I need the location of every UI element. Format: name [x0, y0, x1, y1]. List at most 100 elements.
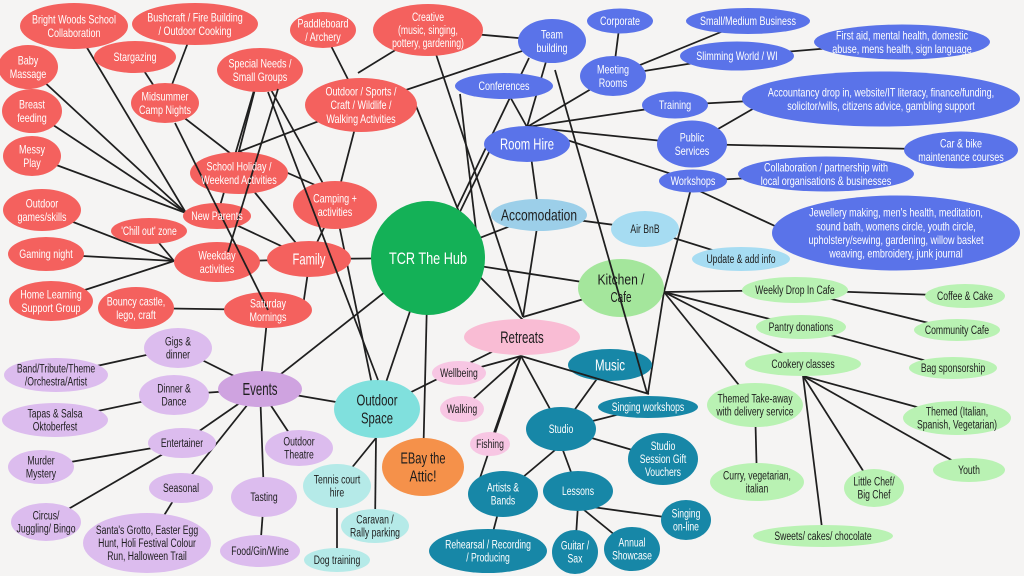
svg-text:Singing: Singing: [672, 509, 701, 521]
svg-text:Messy: Messy: [19, 142, 45, 156]
svg-text:Outdoor: Outdoor: [283, 437, 314, 449]
svg-text:Pantry donations: Pantry donations: [769, 322, 834, 334]
svg-text:Walking: Walking: [447, 404, 477, 416]
svg-text:TCR The Hub: TCR The Hub: [389, 250, 467, 268]
svg-text:(music, singing,: (music, singing,: [398, 25, 458, 37]
svg-text:Artists &: Artists &: [487, 483, 519, 495]
svg-text:Training: Training: [659, 98, 691, 112]
svg-text:Public: Public: [680, 130, 705, 144]
svg-text:Guitar /: Guitar /: [561, 541, 590, 553]
svg-text:Camping +: Camping +: [313, 191, 357, 205]
svg-text:solicitor/wills, citizens advi: solicitor/wills, citizens advice, gambli…: [787, 99, 975, 113]
svg-text:Caravan /: Caravan /: [356, 515, 394, 527]
svg-text:Bushcraft / Fire Building: Bushcraft / Fire Building: [147, 10, 243, 24]
svg-text:Spanish, Vegetarian): Spanish, Vegetarian): [917, 420, 997, 432]
svg-text:Family: Family: [293, 252, 326, 269]
svg-text:Vouchers: Vouchers: [645, 467, 681, 479]
svg-text:Car & bike: Car & bike: [940, 136, 982, 150]
svg-text:Tapas & Salsa: Tapas & Salsa: [27, 409, 83, 421]
svg-text:pottery, gardening): pottery, gardening): [392, 38, 464, 50]
svg-text:Hunt, Holi Festival Colour: Hunt, Holi Festival Colour: [98, 538, 196, 550]
svg-text:Play: Play: [23, 156, 41, 170]
svg-text:Outdoor / Sports /: Outdoor / Sports /: [326, 85, 397, 99]
svg-text:maintenance courses: maintenance courses: [918, 150, 1004, 164]
svg-text:feeding: feeding: [17, 111, 47, 125]
svg-text:sound bath, womens circle, you: sound bath, womens circle, youth circle,: [816, 219, 976, 233]
svg-text:Cookery classes: Cookery classes: [771, 359, 834, 371]
svg-text:Big Chef: Big Chef: [857, 490, 891, 502]
svg-text:Room Hire: Room Hire: [500, 137, 554, 154]
svg-text:Oktoberfest: Oktoberfest: [33, 422, 78, 434]
svg-text:Update & add info: Update & add info: [706, 254, 775, 266]
svg-text:abuse, mens health, sign langu: abuse, mens health, sign language: [832, 42, 972, 56]
svg-text:Band/Tribute/Theme: Band/Tribute/Theme: [17, 364, 95, 376]
svg-text:Collaboration: Collaboration: [48, 26, 101, 40]
svg-text:Circus/: Circus/: [33, 511, 60, 523]
svg-text:Gigs &: Gigs &: [165, 337, 191, 349]
svg-text:Craft / Wildlife /: Craft / Wildlife /: [331, 98, 392, 112]
svg-text:EBay the: EBay the: [401, 451, 446, 468]
svg-text:Baby: Baby: [18, 53, 39, 67]
svg-text:Support Group: Support Group: [22, 301, 81, 315]
svg-text:Midsummer: Midsummer: [142, 89, 189, 103]
svg-text:Bright Woods School: Bright Woods School: [32, 12, 116, 26]
svg-text:dinner: dinner: [166, 350, 190, 362]
svg-text:Jewellery making, men's health: Jewellery making, men's health, meditati…: [809, 206, 983, 220]
svg-text:Themed (Italian,: Themed (Italian,: [926, 407, 988, 419]
svg-text:Mornings: Mornings: [250, 310, 287, 324]
svg-text:activities: activities: [200, 262, 235, 276]
svg-text:Breast: Breast: [19, 97, 45, 111]
svg-text:Tasting: Tasting: [250, 492, 277, 504]
svg-text:lego, craft: lego, craft: [116, 308, 156, 322]
svg-text:Small/Medium Business: Small/Medium Business: [700, 14, 796, 28]
svg-text:Tennis court: Tennis court: [314, 475, 361, 487]
svg-text:Air BnB: Air BnB: [630, 224, 659, 236]
svg-text:Team: Team: [541, 27, 563, 41]
svg-text:Sax: Sax: [568, 554, 583, 566]
svg-text:Annual: Annual: [619, 538, 646, 550]
svg-text:Wellbeing: Wellbeing: [440, 368, 478, 380]
svg-text:/ Outdoor Cooking: / Outdoor Cooking: [159, 24, 232, 38]
svg-text:building: building: [537, 41, 568, 55]
svg-text:italian: italian: [746, 484, 769, 496]
svg-text:Juggling/ Bingo: Juggling/ Bingo: [17, 524, 76, 536]
svg-text:Bag sponsorship: Bag sponsorship: [921, 363, 985, 375]
svg-text:Youth: Youth: [958, 465, 980, 477]
svg-text:/Orchestra/Artist: /Orchestra/Artist: [25, 377, 88, 389]
svg-text:New Parents: New Parents: [191, 209, 243, 223]
svg-text:Curry, vegetarian,: Curry, vegetarian,: [723, 471, 791, 483]
svg-text:Outdoor: Outdoor: [357, 393, 398, 410]
svg-text:hire: hire: [330, 488, 344, 500]
svg-text:Bands: Bands: [491, 496, 516, 508]
svg-text:/ Producing: / Producing: [466, 553, 510, 565]
svg-text:Services: Services: [675, 144, 710, 158]
svg-text:with delivery service: with delivery service: [716, 407, 794, 419]
svg-text:Stargazing: Stargazing: [114, 50, 157, 64]
svg-text:Outdoor: Outdoor: [26, 196, 59, 210]
svg-text:Dinner &: Dinner &: [157, 384, 191, 396]
svg-text:Accomodation: Accomodation: [501, 208, 577, 225]
svg-text:Workshops: Workshops: [671, 174, 716, 188]
svg-text:upholstery/sewing, gardening,: upholstery/sewing, gardening, willow bas…: [808, 233, 984, 247]
svg-text:Walking Activities: Walking Activities: [326, 112, 395, 126]
svg-text:Seasonal: Seasonal: [163, 483, 199, 495]
svg-text:Fishing: Fishing: [476, 439, 504, 451]
svg-text:Events: Events: [243, 379, 278, 399]
svg-text:Weekend Activities: Weekend Activities: [201, 173, 276, 187]
svg-text:weaving, embroidery, junk jour: weaving, embroidery, junk journal: [829, 247, 963, 261]
svg-text:Conferences: Conferences: [479, 79, 530, 93]
svg-text:Murder: Murder: [27, 456, 54, 468]
svg-text:Mystery: Mystery: [26, 469, 56, 481]
svg-text:Santa's Grotto, Easter Egg: Santa's Grotto, Easter Egg: [96, 525, 198, 537]
svg-text:Meeting: Meeting: [597, 62, 629, 76]
svg-text:Weekday: Weekday: [198, 248, 235, 262]
svg-text:Lessons: Lessons: [562, 486, 594, 498]
svg-text:Music: Music: [595, 358, 625, 375]
svg-text:Camp Nights: Camp Nights: [139, 103, 191, 117]
svg-text:Studio: Studio: [549, 424, 574, 436]
svg-text:Coffee & Cake: Coffee & Cake: [937, 291, 993, 303]
svg-text:First aid, mental health, dome: First aid, mental health, domestic: [836, 28, 968, 42]
svg-text:Rehearsal / Recording: Rehearsal / Recording: [445, 540, 531, 552]
svg-text:games/skills: games/skills: [18, 210, 67, 224]
svg-text:Attic!: Attic!: [410, 469, 437, 486]
